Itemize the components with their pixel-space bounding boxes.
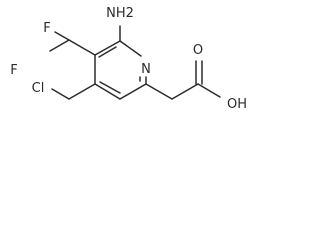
atom-fluorine-upper: F — [43, 21, 50, 36]
bond-c4-c5-inner — [99, 81, 121, 94]
bond-c-oh — [197, 83, 221, 98]
bond-c2-c3 — [94, 40, 121, 56]
pyridine-ring — [94, 40, 147, 100]
bond-c6-ch2 — [145, 83, 173, 100]
atom-ring-nitrogen: N — [141, 62, 151, 77]
bond-chf2-f-lower — [49, 39, 70, 52]
bond-n1-c2 — [119, 40, 142, 57]
bond-ch2-cooh — [171, 83, 199, 100]
atom-carbonyl-oxygen: O — [193, 43, 203, 58]
chemical-structure: NH2 N F F Cl O OH — [10, 6, 247, 112]
bond-chf2-f-upper — [54, 31, 70, 41]
bond-ch2-cl — [51, 88, 70, 100]
bond-c4-c5 — [94, 83, 121, 100]
bond-c5-c6 — [119, 83, 147, 100]
bond-c2-c3-inner — [98, 46, 117, 58]
bond-c4-ch2 — [68, 83, 96, 100]
atom-amine: NH2 — [106, 6, 134, 21]
atom-hydroxyl: OH — [227, 97, 247, 112]
atom-fluorine-lower: F — [10, 63, 17, 78]
atom-chlorine: Cl — [32, 81, 45, 96]
bond-c3-chf2 — [68, 39, 96, 56]
